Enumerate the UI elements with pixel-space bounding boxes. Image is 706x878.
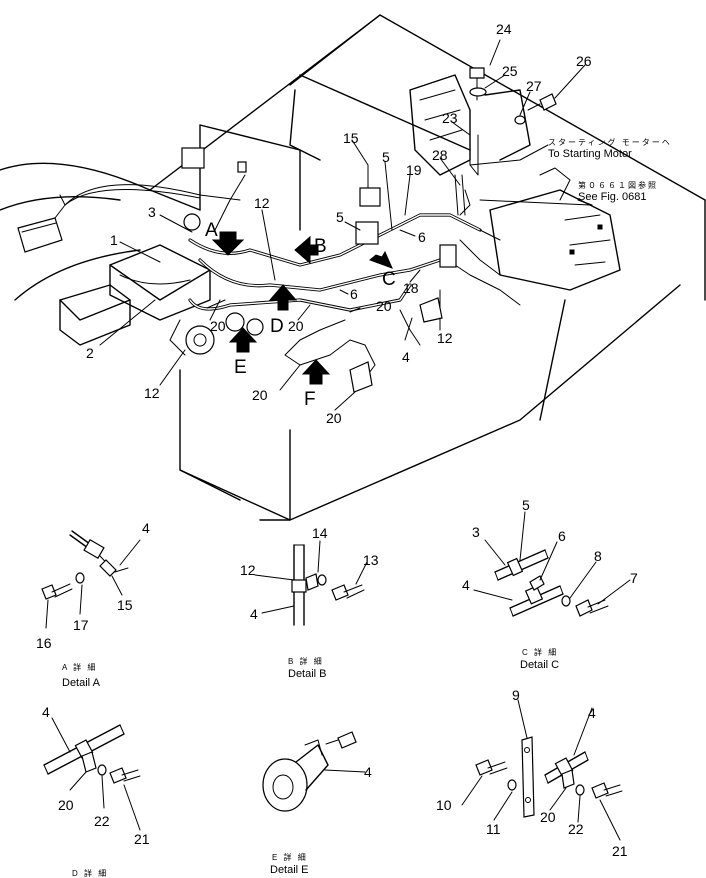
detail-b: 12 4 14 13 B 詳 細 Detail B: [240, 525, 379, 680]
detail-d-label-20: 20: [58, 797, 74, 813]
callout-fig-en: See Fig. 0681: [578, 191, 647, 203]
detail-c-title-en: Detail C: [520, 659, 559, 671]
letter-F: F: [304, 389, 316, 410]
detail-a: 4 15 17 16 A 詳 細 Detail A: [36, 520, 150, 689]
detail-d: 4 20 22 21 D 詳 細: [42, 704, 150, 878]
label-18: 18: [403, 280, 419, 296]
detail-c-title-jp: C 詳 細: [522, 647, 558, 657]
machine-body: [0, 14, 706, 521]
detail-c-label-6: 6: [558, 528, 566, 544]
label-5a: 5: [382, 149, 390, 165]
bracket-bolts: [454, 67, 557, 216]
detail-bracket-label-11: 11: [486, 821, 501, 837]
detail-d-label-21: 21: [134, 831, 150, 847]
detail-a-label-15: 15: [117, 597, 133, 613]
label-12c: 12: [437, 330, 453, 346]
detail-b-title-en: Detail B: [288, 668, 327, 680]
detail-c-label-3: 3: [472, 524, 480, 540]
detail-c: 3 5 6 4 8 7 C 詳 細 Detail C: [462, 497, 638, 671]
label-1: 1: [110, 232, 118, 248]
detail-e-title-en: Detail E: [270, 864, 309, 876]
work-lamp: [17, 194, 66, 253]
detail-c-label-4: 4: [462, 577, 470, 593]
detail-c-label-8: 8: [594, 548, 602, 564]
detail-b-label-14: 14: [312, 525, 328, 541]
letter-E: E: [234, 357, 247, 378]
label-15: 15: [343, 130, 359, 146]
label-19: 19: [406, 162, 422, 178]
detail-a-label-4: 4: [142, 520, 150, 536]
callout-starting-jp: スターティング モーターヘ: [548, 137, 672, 147]
label-28: 28: [432, 147, 448, 163]
detail-b-label-13: 13: [363, 552, 379, 568]
detail-a-title-en: Detail A: [62, 677, 101, 689]
wiring-harness: [64, 174, 591, 386]
label-6a: 6: [418, 229, 426, 245]
arrow-F: [301, 359, 331, 385]
label-5b: 5: [336, 209, 344, 225]
detail-d-title-jp: D 詳 細: [72, 868, 108, 878]
detail-bracket-label-22: 22: [568, 821, 584, 837]
label-24: 24: [496, 21, 512, 37]
detail-e-label-4: 4: [364, 764, 372, 780]
letter-B: B: [314, 236, 327, 257]
letter-D: D: [270, 316, 284, 337]
detail-bracket: 9 4 10 11 20 22 21: [436, 687, 628, 859]
detail-e: 4 E 詳 細 Detail E: [262, 731, 372, 876]
arrow-B: [294, 235, 319, 265]
callout-fig-jp: 第０６６１図参照: [578, 180, 658, 190]
detail-d-label-4: 4: [42, 704, 50, 720]
label-20d: 20: [252, 387, 268, 403]
label-23: 23: [442, 110, 458, 126]
letter-A: A: [205, 220, 218, 241]
arrow-D: [268, 284, 298, 311]
detail-c-label-7: 7: [630, 570, 638, 586]
label-2: 2: [86, 345, 94, 361]
detail-a-label-16: 16: [36, 635, 52, 651]
label-20e: 20: [326, 410, 342, 426]
arrow-A: [211, 231, 245, 256]
label-20c: 20: [288, 318, 304, 334]
label-4a: 4: [402, 349, 410, 365]
detail-bracket-label-20: 20: [540, 809, 556, 825]
label-20b: 20: [210, 318, 226, 334]
detail-bracket-label-4: 4: [588, 705, 596, 721]
detail-b-title-jp: B 詳 細: [288, 656, 324, 666]
detail-e-title-jp: E 詳 細: [272, 852, 308, 862]
detail-a-label-17: 17: [73, 617, 89, 633]
horns: [185, 312, 264, 355]
label-12b: 12: [144, 385, 160, 401]
arrow-E: [228, 327, 258, 353]
label-6b: 6: [350, 286, 358, 302]
label-27: 27: [526, 78, 542, 94]
callout-starting-en: To Starting Motor: [548, 148, 632, 160]
part-numbers-main: 24 25 26 27 23 28 15 5 19 5 6 3 12 1 6 2…: [86, 21, 672, 426]
view-arrows: [211, 231, 393, 385]
label-20a: 20: [376, 298, 392, 314]
detail-b-label-12: 12: [240, 562, 256, 578]
detail-bracket-label-9: 9: [512, 687, 520, 703]
arrow-C: [369, 250, 393, 269]
detail-d-label-22: 22: [94, 813, 110, 829]
label-25: 25: [502, 63, 518, 79]
relays: [181, 147, 457, 393]
label-3: 3: [148, 204, 156, 220]
label-12a: 12: [254, 195, 270, 211]
detail-b-label-4: 4: [250, 606, 258, 622]
letter-C: C: [382, 269, 396, 290]
label-26: 26: [576, 53, 592, 69]
detail-c-label-5: 5: [522, 497, 530, 513]
detail-bracket-label-10: 10: [436, 797, 452, 813]
detail-bracket-label-21: 21: [612, 843, 628, 859]
leader-lines: [99, 39, 593, 411]
detail-a-title-jp: A 詳 細: [62, 662, 97, 672]
